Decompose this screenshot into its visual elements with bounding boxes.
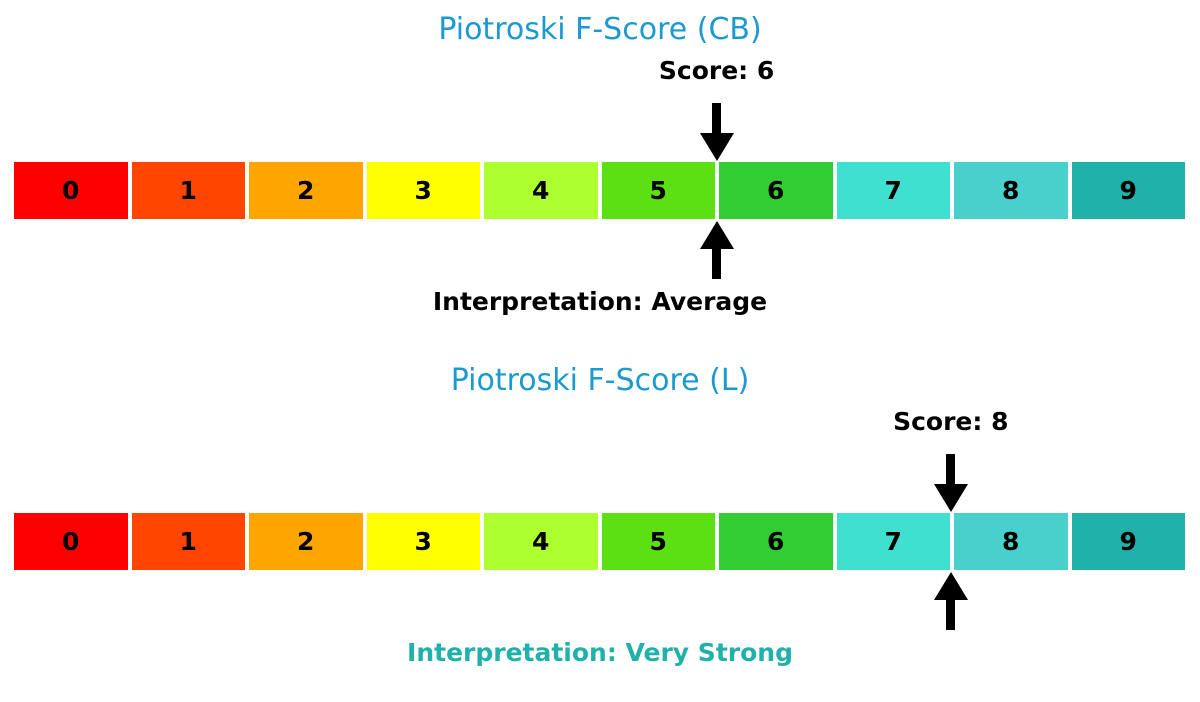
gauge-cb-interpretation-label: Interpretation: Average [432, 287, 768, 316]
gauge-cb-score-label: Score: 6 [658, 56, 775, 85]
scale-segment-3: 3 [366, 513, 480, 570]
gauge-l-title: Piotroski F-Score (L) [450, 363, 750, 398]
arrow-head [699, 221, 734, 249]
gauge-l-score-label: Score: 8 [893, 407, 1009, 436]
scale-segment-0: 0 [14, 162, 128, 219]
scale-segment-5: 5 [601, 513, 715, 570]
scale-segment-6: 6 [719, 162, 833, 219]
scale-segment-7: 7 [836, 513, 950, 570]
scale-segment-8: 8 [954, 513, 1068, 570]
scale-segment-9: 9 [1071, 162, 1185, 219]
scale-segment-1: 1 [131, 162, 245, 219]
scale-segment-8: 8 [954, 162, 1068, 219]
score-arrow-down-icon [699, 103, 734, 161]
score-arrow-down-icon [933, 454, 968, 512]
interpretation-arrow-up-icon [699, 221, 734, 279]
gauge-cb-title: Piotroski F-Score (CB) [438, 12, 762, 47]
scale-segment-6: 6 [719, 513, 833, 570]
scale-segment-9: 9 [1071, 513, 1185, 570]
scale-segment-4: 4 [484, 162, 598, 219]
scale-segment-4: 4 [484, 513, 598, 570]
interpretation-arrow-up-icon [933, 572, 968, 630]
arrow-head [699, 133, 734, 161]
scale-segment-5: 5 [601, 162, 715, 219]
scale-segment-2: 2 [249, 162, 363, 219]
scale-segment-3: 3 [366, 162, 480, 219]
scale-segment-0: 0 [14, 513, 128, 570]
scale-segment-1: 1 [131, 513, 245, 570]
arrow-shaft [712, 103, 722, 133]
arrow-head [933, 572, 968, 600]
arrow-shaft [946, 600, 956, 630]
scale-segment-2: 2 [249, 513, 363, 570]
arrow-shaft [946, 454, 956, 484]
arrow-shaft [712, 249, 722, 279]
arrow-head [933, 484, 968, 512]
scale-segment-7: 7 [836, 162, 950, 219]
gauge-l-interpretation-label: Interpretation: Very Strong [407, 638, 793, 667]
